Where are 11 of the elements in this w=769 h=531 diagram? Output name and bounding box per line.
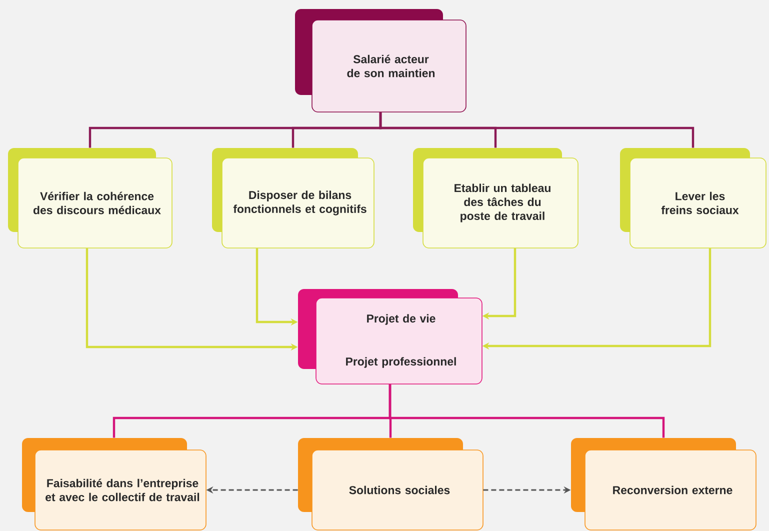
process-box: Disposer de bilans fonctionnels et cognitifs (212, 148, 374, 248)
connector-line (379, 112, 694, 148)
connector-line (388, 384, 665, 438)
process-box: Lever les freins sociaux (620, 148, 766, 248)
process-box: Salarié acteur de son maintien (295, 9, 466, 112)
process-box: Etablir un tableau des tâches du poste de travail (413, 148, 578, 248)
process-box: Projet de vie Projet professionnel (298, 289, 482, 384)
process-box: Solutions sociales (298, 438, 484, 530)
process-box: Reconversion externe (571, 438, 756, 530)
process-box: Faisabilité dans l’entreprise et avec le collectif de travail (22, 438, 206, 530)
process-box: Vérifier la cohérence des discours médicaux (8, 148, 172, 248)
